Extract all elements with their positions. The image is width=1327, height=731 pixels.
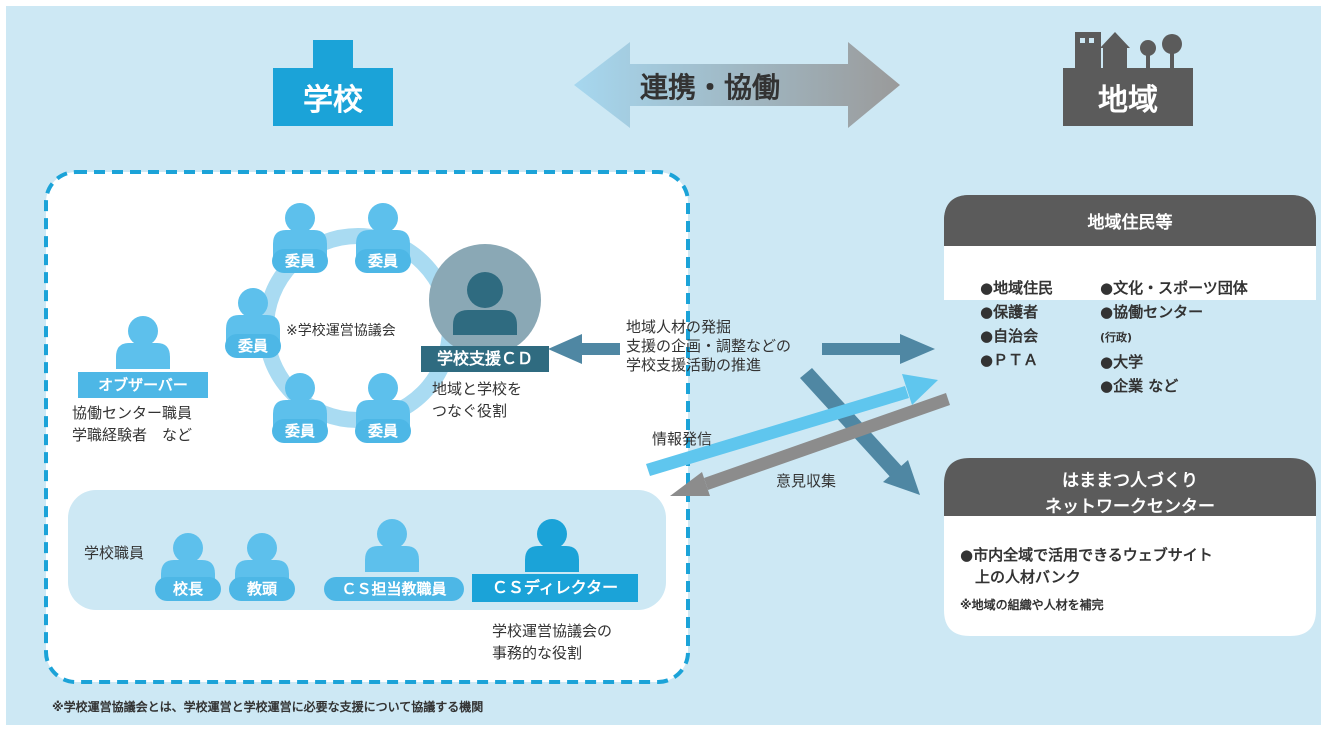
footnote: ※学校運営協議会とは、学校運営と学校運営に必要な支援について協議する機関 xyxy=(52,700,484,714)
director-role-line: 事務的な役割 xyxy=(492,644,583,662)
resident-item: ●ＰＴＡ xyxy=(980,351,1039,369)
network-title-line: はままつ人づくり xyxy=(1062,471,1198,491)
resident-item: ●企業 など xyxy=(1100,377,1179,395)
school-header: 学校 xyxy=(273,68,393,126)
cooperation-arrow xyxy=(574,42,900,128)
cd-badge: 学校支援ＣＤ xyxy=(421,346,549,372)
opinion-label: 意見収集 xyxy=(776,472,837,490)
observer-desc: 協働センター職員 学職経験者 など xyxy=(72,402,192,446)
resident-item: ●大学 xyxy=(1100,353,1144,371)
school-header-label: 学校 xyxy=(303,83,363,118)
observer-desc-line: 協働センター職員 xyxy=(72,404,193,422)
committee-badge: 委員 xyxy=(272,249,328,273)
roles-arrows xyxy=(548,334,935,495)
observer-desc-line: 学職経験者 など xyxy=(72,426,193,444)
cd-role-line: つなぐ役割 xyxy=(432,402,508,420)
cs-teacher-badge: ＣＳ担当教職員 xyxy=(324,577,464,601)
roles-line: 支援の企画・調整などの xyxy=(626,337,792,355)
cd-role-line: 地域と学校を xyxy=(432,380,523,398)
director-role: 学校運営協議会の 事務的な役割 xyxy=(492,620,612,664)
observer-badge: オブザーバー xyxy=(78,372,208,398)
council-label: ※学校運営協議会 xyxy=(286,323,396,339)
vice-principal-badge: 教頭 xyxy=(229,577,295,601)
network-item-line: 上の人材バンク xyxy=(975,568,1081,586)
network-item: ●市内全域で活用できるウェブサイト 上の人材バンク xyxy=(960,544,1213,588)
roles-text: 地域人材の発掘 支援の企画・調整などの 学校支援活動の推進 xyxy=(626,318,791,375)
cd-role: 地域と学校を つなぐ役割 xyxy=(432,378,522,422)
cs-director-badge: ＣＳディレクター xyxy=(472,574,638,602)
committee-badge: 委員 xyxy=(272,419,328,443)
residents-right-list: ●文化・スポーツ団体 ●協働センター (行政) ●大学 ●企業 など xyxy=(1100,276,1248,398)
resident-item: ●自治会 xyxy=(980,327,1039,345)
principal-badge: 校長 xyxy=(155,577,221,601)
roles-line: 地域人材の発掘 xyxy=(626,318,732,336)
staff-label: 学校職員 xyxy=(84,544,145,562)
info-arrow xyxy=(646,374,938,476)
resident-item: ●保護者 xyxy=(980,303,1039,321)
committee-badge: 委員 xyxy=(355,419,411,443)
info-label: 情報発信 xyxy=(652,430,713,448)
resident-item-note: (行政) xyxy=(1100,331,1133,344)
network-title: はままつ人づくり ネットワークセンター xyxy=(944,468,1316,520)
network-note: ※地域の組織や人材を補完 xyxy=(960,598,1104,612)
committee-badge: 委員 xyxy=(355,249,411,273)
town-icon xyxy=(1075,32,1182,68)
residents-title: 地域住民等 xyxy=(1087,213,1173,233)
network-item-line: ●市内全域で活用できるウェブサイト xyxy=(960,546,1213,564)
region-header-label: 地域 xyxy=(1098,83,1158,118)
resident-item: ●地域住民 xyxy=(980,279,1054,297)
residents-left-list: ●地域住民 ●保護者 ●自治会 ●ＰＴＡ xyxy=(980,276,1053,372)
network-title-line: ネットワークセンター xyxy=(1045,497,1215,517)
resident-item: ●文化・スポーツ団体 xyxy=(1100,279,1248,297)
roles-line: 学校支援活動の推進 xyxy=(626,356,762,374)
director-role-line: 学校運営協議会の xyxy=(492,622,613,640)
cooperation-label: 連携・協働 xyxy=(640,71,781,104)
resident-item-text: ●協働センター xyxy=(1100,303,1204,321)
region-header: 地域 xyxy=(1063,68,1193,126)
school-building-icon xyxy=(313,40,353,68)
resident-item: ●協働センター (行政) xyxy=(1100,300,1248,350)
committee-badge: 委員 xyxy=(225,334,281,358)
opinion-arrow xyxy=(670,393,950,496)
